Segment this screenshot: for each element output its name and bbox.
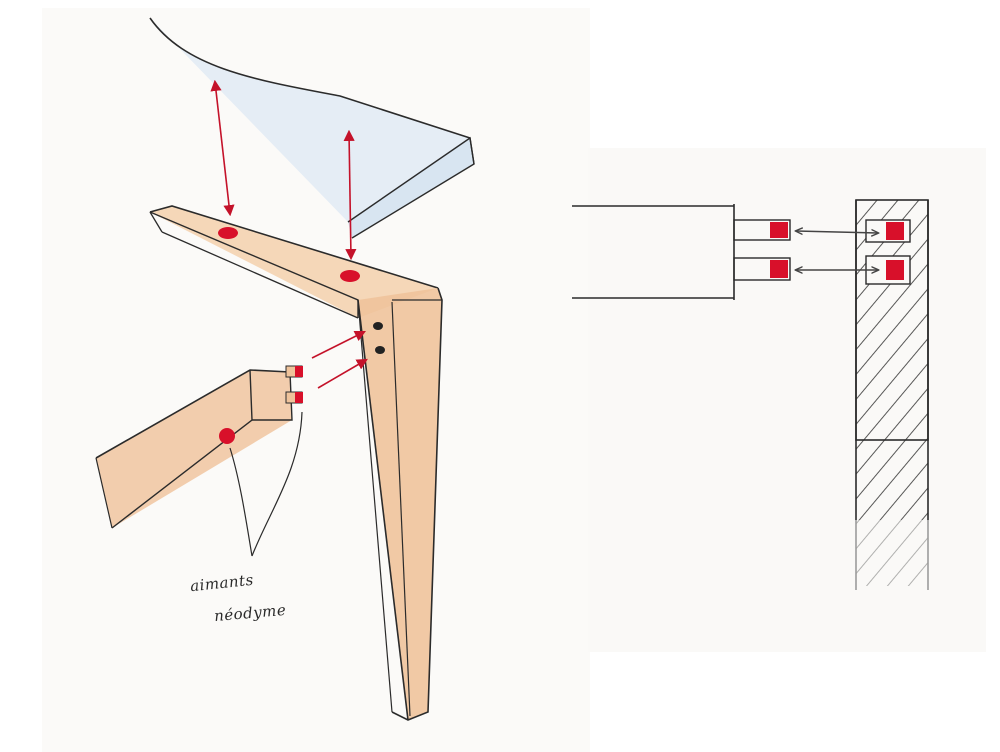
side-rail [95, 369, 293, 529]
section-leg-magnet-lower [886, 260, 904, 280]
rail-tenons [285, 365, 303, 404]
insertion-arrow-1 [311, 330, 367, 359]
section-rail-tenons [733, 219, 791, 281]
attraction-arrow-upper [796, 231, 878, 233]
label-pointers [229, 411, 303, 557]
tabletop [149, 17, 475, 239]
vertical-arrows [210, 79, 357, 261]
section-view [572, 199, 940, 600]
perspective-view [95, 17, 475, 721]
apron-magnets [218, 227, 360, 282]
rail-magnet [219, 428, 235, 444]
leg-holes [373, 322, 385, 354]
apron-magnet-2 [340, 270, 360, 282]
leg-hole-lower [375, 346, 385, 354]
section-rail-magnet-lower [770, 260, 788, 278]
vertical-arrow-2 [343, 129, 357, 261]
section-rail-magnet-upper [770, 222, 788, 238]
section-leg-magnet-upper [886, 222, 904, 240]
table-leg [357, 287, 443, 721]
section-leg [850, 199, 940, 600]
vertical-arrow-1 [210, 79, 235, 217]
attraction-arrows [796, 231, 878, 270]
insertion-arrows [311, 330, 368, 389]
leg-hole-upper [373, 322, 383, 330]
paper-sheets [42, 8, 986, 752]
apron-magnet-1 [218, 227, 238, 239]
insertion-arrow-2 [317, 358, 368, 389]
